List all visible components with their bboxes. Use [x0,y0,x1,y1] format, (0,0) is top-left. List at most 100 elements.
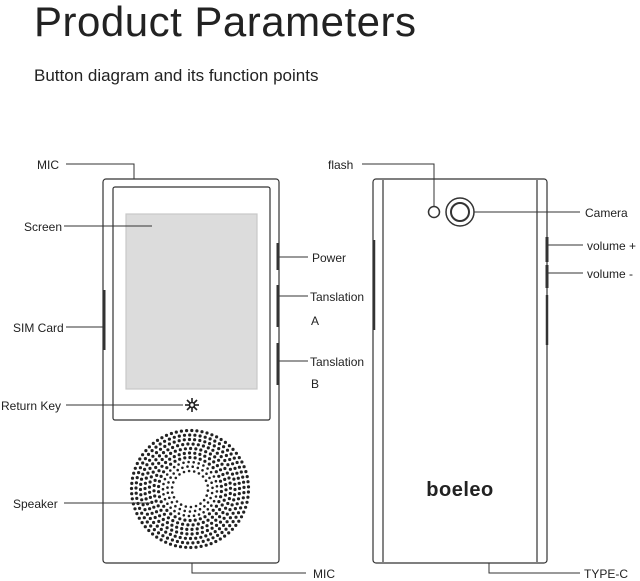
speaker-dot [211,448,215,452]
speaker-dot [182,514,186,517]
speaker-dot [170,538,174,542]
speaker-dot [197,462,200,465]
speaker-dot [205,431,209,435]
speaker-dot [199,535,203,539]
speaker-dot [175,530,179,534]
leader-flash [362,163,435,206]
speaker-dot [188,536,193,541]
speaker-dot [235,502,239,506]
speaker-dot [143,467,147,471]
speaker-dot [214,523,219,528]
speaker-dot [206,446,210,450]
speaker-dot [149,475,153,479]
speaker-dot [157,479,161,483]
label-volume-down: volume - [587,267,633,281]
speaker-dot [180,531,184,535]
speaker-dot [186,465,189,468]
speaker-dot [135,511,139,516]
speaker-dot [229,452,233,456]
label-mic-top: MIC [37,158,59,172]
speaker-dot [205,472,208,476]
speaker-dot [197,472,201,475]
speaker-dot [246,490,250,494]
label-power: Power [312,251,346,265]
label-return-key: Return Key [1,399,61,413]
speaker-dot [218,515,222,519]
speaker-dot [214,539,218,544]
speaker-dot [217,527,222,531]
speaker-dot [162,504,166,508]
speaker-dot [150,449,154,453]
speaker-dot [215,464,219,468]
speaker-dot [227,444,231,448]
speaker-dot [188,510,192,513]
speaker-dot [147,528,151,533]
speaker-dot [202,464,205,467]
speaker-dot [181,522,185,526]
speaker-dot [223,466,227,471]
speaker-dot [221,510,225,515]
speaker-dot [242,510,246,514]
speaker-dot [185,429,189,433]
speaker-dot [173,534,177,538]
speaker-dot [212,444,216,448]
speaker-dot [215,435,219,439]
speaker-dot [172,440,176,444]
speaker-dot [231,462,235,466]
speaker-dot [178,448,182,452]
speaker-dot [173,449,177,453]
speaker-dot [226,501,230,506]
speaker-grille [129,428,251,550]
speaker-dot [187,469,191,473]
speaker-dot [162,493,165,496]
speaker-dot [183,536,187,540]
speaker-dot [215,490,219,493]
speaker-dot [223,493,228,497]
speaker-dot [158,514,162,518]
speaker-dot [186,442,190,446]
speaker-dot [246,495,250,499]
speaker-dot [185,527,189,532]
speaker-dot [170,523,174,527]
speaker-dot [161,534,165,538]
speaker-dot [217,458,221,462]
speaker-dot [180,527,184,531]
speaker-dot [148,516,152,521]
speaker-dot [166,491,170,495]
speaker-dot [233,482,237,486]
speaker-dot [208,442,212,446]
speaker-dot [157,454,162,458]
speaker-dot [177,463,180,466]
speaker-dot [217,447,221,451]
speaker-dot [182,433,187,437]
speaker-dot [164,454,168,458]
speaker-dot [203,435,207,439]
speaker-dot [196,443,200,447]
speaker-dot [173,509,176,513]
speaker-dot [154,499,158,503]
speaker-dot [214,495,218,498]
speaker-dot [228,524,232,528]
speaker-dot [214,504,218,508]
speaker-dot [166,502,169,506]
speaker-dot [221,472,225,477]
speaker-dot [143,486,147,491]
speaker-dot [208,437,212,441]
speaker-dot [204,479,208,483]
speaker-dot [156,531,161,535]
speaker-dot [191,442,195,446]
speaker-dot [166,448,170,452]
speaker-dot [191,541,195,545]
speaker-dot [219,489,223,494]
speaker-dot [169,506,172,510]
speaker-dot [158,442,162,446]
speaker-dot [213,439,217,443]
speaker-dot [143,525,147,529]
speaker-dot [143,457,147,461]
speaker-dot [189,505,193,509]
speaker-dot [132,471,136,475]
speaker-dot [135,496,139,500]
speaker-dot [217,474,221,478]
speaker-dot [198,507,202,511]
speaker-dot [224,527,228,531]
